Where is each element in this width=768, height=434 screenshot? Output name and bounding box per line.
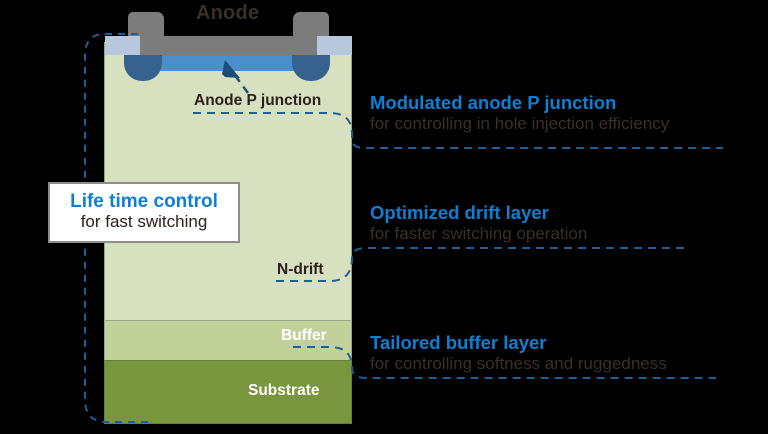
anode-metal-bar: [140, 36, 317, 55]
annotation-subtitle: for faster switching operation: [370, 224, 588, 244]
annotation-optimized-drift: Optimized drift layer for faster switchi…: [370, 202, 762, 245]
anode-p-junction-strip: [158, 55, 298, 71]
anode-contact-post-left: [128, 12, 164, 38]
p-well-right: [292, 55, 330, 81]
annotation-title: Tailored buffer layer: [370, 332, 547, 353]
annotation-subtitle: for controlling softness and ruggedness: [370, 354, 667, 374]
annotation-title: Modulated anode P junction: [370, 92, 617, 113]
annotation-title: Optimized drift layer: [370, 202, 549, 223]
annotation-tailored-buffer: Tailored buffer layer for controlling so…: [370, 332, 762, 375]
buffer-label: Buffer: [281, 327, 327, 344]
anode-p-junction-label: Anode P junction: [194, 92, 322, 109]
annotation-modulated-anode: Modulated anode P junction for controlli…: [370, 92, 762, 135]
anode-label: Anode: [196, 2, 260, 24]
lifetime-control-callout: Life time control for fast switching: [48, 182, 240, 243]
ndrift-label: N-drift: [277, 261, 324, 278]
oxide-pad-left: [105, 36, 140, 55]
lifetime-control-subtitle: for fast switching: [80, 212, 208, 232]
anode-contact-post-right: [293, 12, 329, 38]
oxide-pad-right: [317, 36, 352, 55]
substrate-label: Substrate: [248, 382, 320, 399]
annotation-subtitle: for controlling in hole injection effici…: [370, 114, 670, 134]
lifetime-control-title: Life time control: [70, 191, 218, 212]
